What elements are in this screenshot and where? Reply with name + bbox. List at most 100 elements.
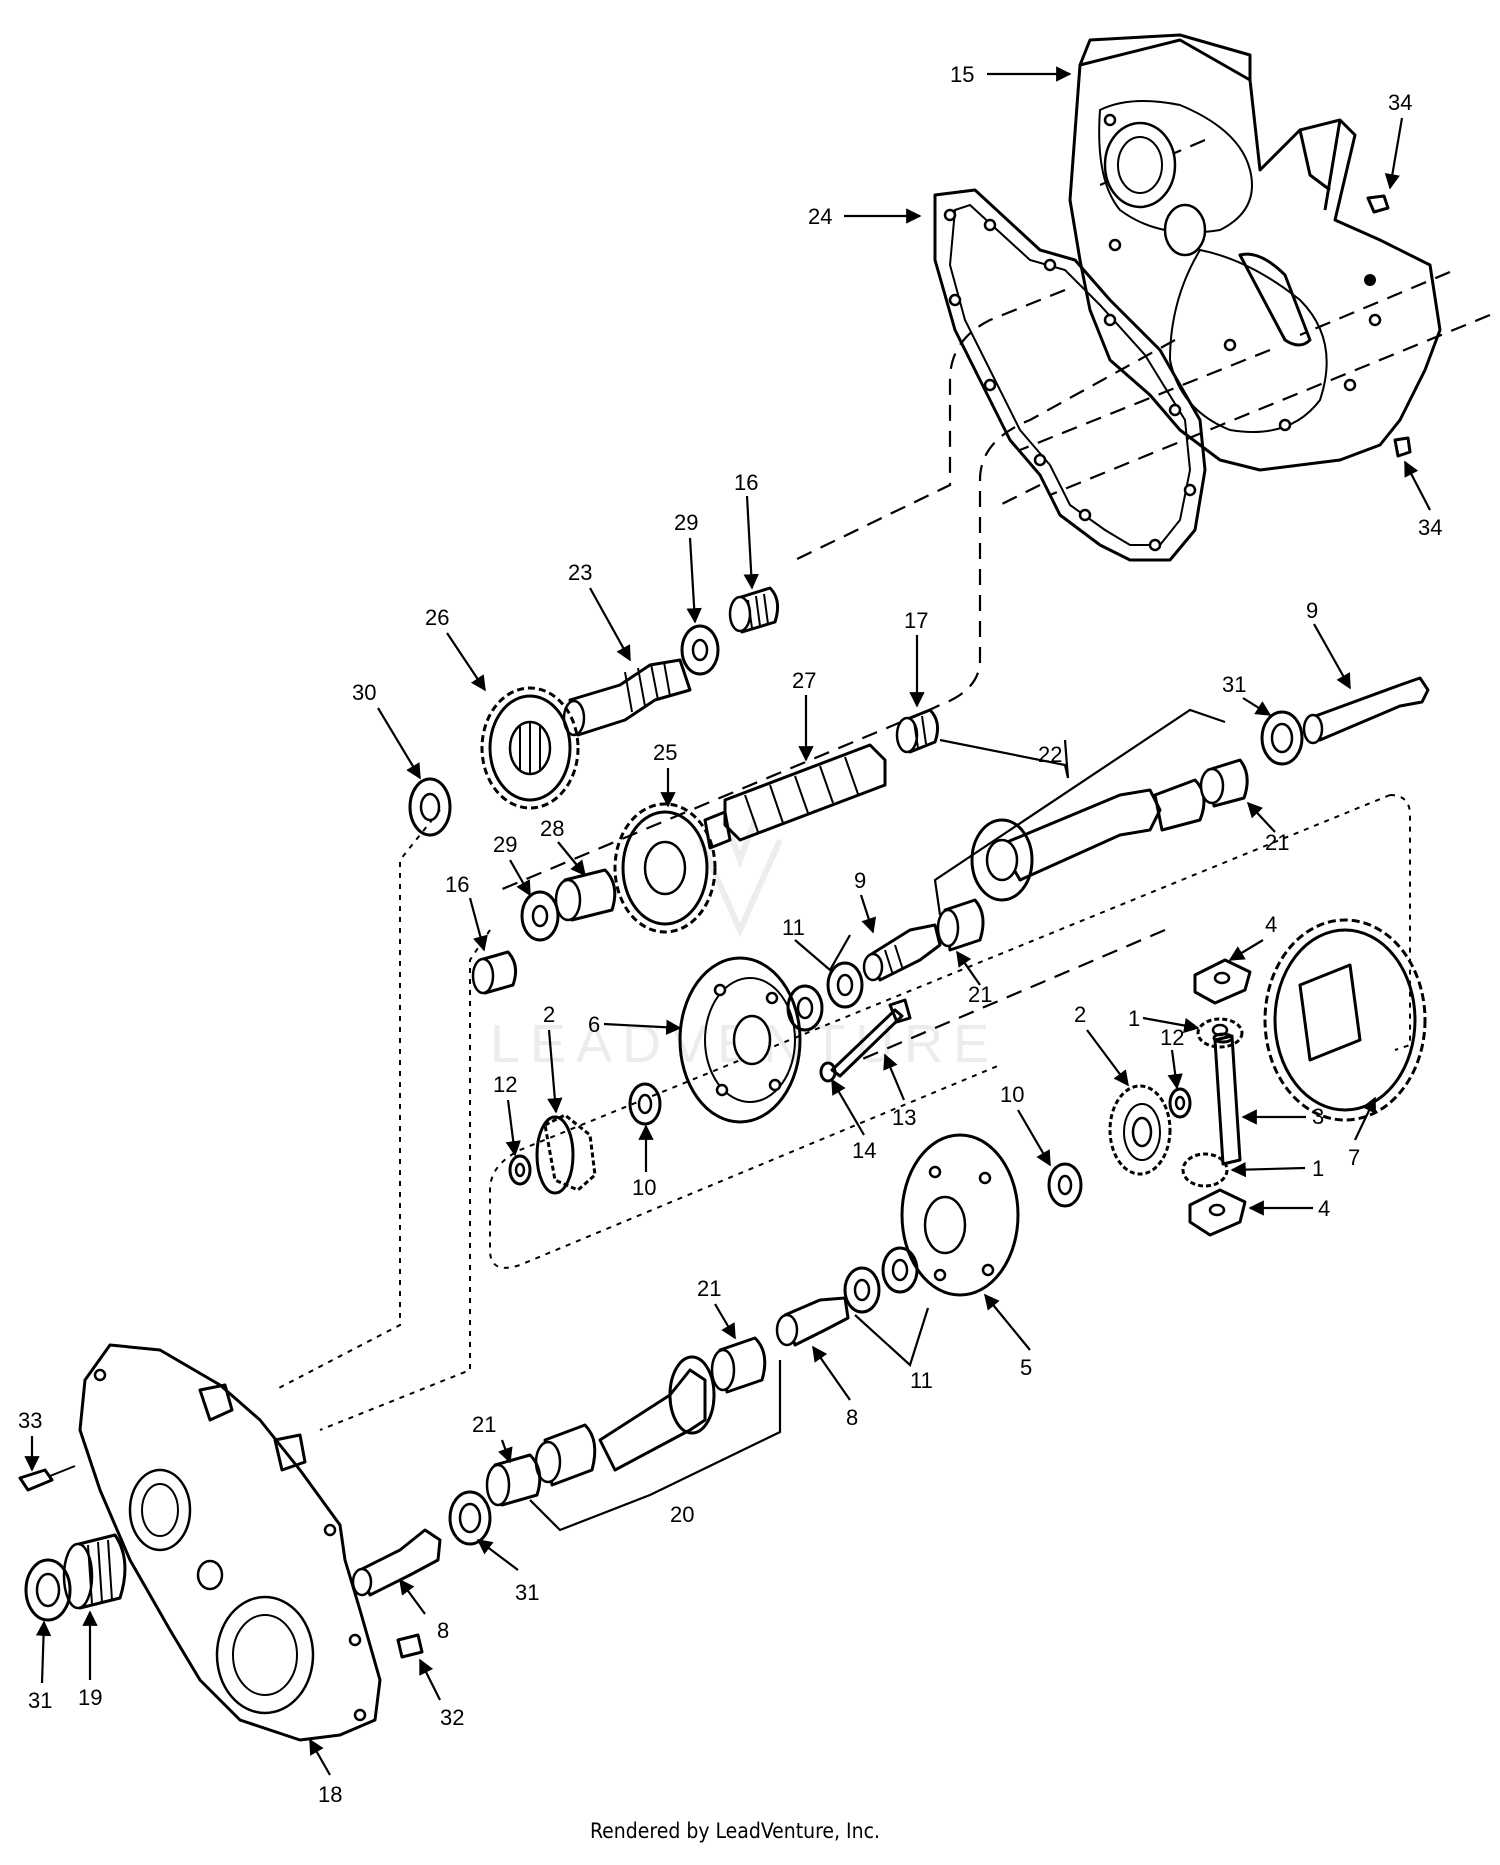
callout-2-left: 2 (543, 1002, 555, 1027)
callout-7: 7 (1348, 1145, 1360, 1170)
callout-26: 26 (425, 605, 449, 630)
part-10-washer-right (1047, 1162, 1083, 1208)
callout-29-lower: 29 (493, 832, 517, 857)
part-8-axle-upper (775, 1296, 850, 1347)
callout-28: 28 (540, 816, 564, 841)
callout-6: 6 (588, 1012, 600, 1037)
callout-27: 27 (792, 668, 816, 693)
callout-31-bottom: 31 (28, 1688, 52, 1713)
callout-16-lower: 16 (445, 872, 469, 897)
part-4-block-bottom (1188, 1188, 1247, 1237)
callout-25: 25 (653, 740, 677, 765)
part-4-block-top (1193, 958, 1252, 1005)
callout-9-mid: 9 (854, 868, 866, 893)
part-3-pin (1212, 1032, 1242, 1166)
part-11-washers-lower (843, 1246, 919, 1314)
part-34-plugs (1366, 194, 1412, 458)
part-13-bolt (830, 998, 912, 1078)
part-33-bolt (18, 1465, 76, 1492)
part-21-bushing-mid (936, 898, 985, 952)
part-14-washer (819, 1061, 837, 1083)
callout-19: 19 (78, 1685, 102, 1710)
callout-22: 22 (1038, 742, 1062, 767)
callout-20: 20 (670, 1502, 694, 1527)
part-19-bearing (62, 1533, 127, 1610)
part-29-washer-top (680, 624, 720, 676)
part-31-seal-top (1260, 710, 1304, 766)
callout-12-right: 12 (1160, 1025, 1184, 1050)
callout-30: 30 (352, 680, 376, 705)
callout-9-top: 9 (1306, 598, 1318, 623)
callout-1-top: 1 (1128, 1006, 1140, 1031)
callout-29-top: 29 (674, 510, 698, 535)
callout-8-lower: 8 (437, 1618, 449, 1643)
callout-21-right: 21 (1265, 830, 1289, 855)
part-21-bushing-upper (710, 1336, 767, 1394)
callout-4-bottom: 4 (1318, 1196, 1330, 1221)
callout-18: 18 (318, 1782, 342, 1807)
part-2-bevel-gear-right (1108, 1084, 1172, 1176)
part-32-dowel (396, 1633, 424, 1659)
part-16-bearing-top (728, 586, 780, 634)
callout-24: 24 (808, 204, 832, 229)
part-25-gear (613, 802, 717, 934)
callout-4-top: 4 (1265, 912, 1277, 937)
callout-34-bottom: 34 (1418, 515, 1442, 540)
callout-2-right: 2 (1074, 1002, 1086, 1027)
part-29-washer-lower (520, 890, 560, 942)
callout-14: 14 (852, 1138, 876, 1163)
part-21-bushing-lower (485, 1453, 542, 1507)
part-28-bearing (554, 868, 617, 922)
part-22-shaft-assembly (970, 758, 1249, 902)
part-18-housing (78, 1343, 382, 1742)
part-2-bevel-gear-left (535, 1113, 597, 1195)
callout-10-left: 10 (632, 1175, 656, 1200)
callout-34-top: 34 (1388, 90, 1412, 115)
part-12-washer-right (1168, 1087, 1192, 1119)
part-11-washers-upper (786, 961, 864, 1032)
part-6-hub (678, 956, 802, 1124)
part-8-axle-lower (351, 1528, 442, 1597)
callout-3: 3 (1312, 1104, 1324, 1129)
part-5-hub (900, 1133, 1020, 1297)
callout-11-upper: 11 (782, 915, 805, 940)
part-23-pinion-shaft (562, 658, 692, 737)
leader-lines (24, 66, 1431, 1776)
callout-21-upper: 21 (697, 1276, 721, 1301)
part-1-pinion-bottom (1181, 1152, 1229, 1188)
part-24-gasket (933, 188, 1207, 562)
part-26-gear (480, 686, 580, 810)
part-27-splined-shaft (703, 743, 887, 850)
callout-33: 33 (18, 1408, 42, 1433)
callout-8-upper: 8 (846, 1405, 858, 1430)
part-7-ring-gear (1263, 918, 1427, 1122)
callout-13: 13 (892, 1105, 916, 1130)
footer-credit: Rendered by LeadVenture, Inc. (590, 1819, 880, 1843)
part-31-seal-middle (448, 1490, 492, 1546)
callout-21-lower: 21 (472, 1412, 496, 1437)
callout-5: 5 (1020, 1355, 1032, 1380)
callout-10-right: 10 (1000, 1082, 1024, 1107)
callout-16-top: 16 (734, 470, 758, 495)
callout-21-mid: 21 (968, 982, 992, 1007)
callout-labels: 15 34 24 34 16 29 23 17 9 26 27 31 30 22… (18, 62, 1442, 1807)
callout-23: 23 (568, 560, 592, 585)
callout-31-middle: 31 (515, 1580, 539, 1605)
part-10-washer-left (628, 1082, 662, 1126)
callout-1-bottom: 1 (1312, 1156, 1324, 1181)
callout-12-left: 12 (493, 1072, 517, 1097)
part-15-housing (1068, 33, 1442, 472)
part-16-bearing-lower (471, 950, 518, 995)
callout-32: 32 (440, 1705, 464, 1730)
part-9-axle-mid (862, 923, 942, 982)
callout-15: 15 (950, 62, 974, 87)
part-30-washer (408, 777, 452, 837)
callout-17: 17 (904, 608, 928, 633)
part-31-seal-bottom (24, 1558, 72, 1622)
callout-11-lower: 11 (910, 1368, 933, 1393)
part-12-washer-left (508, 1154, 532, 1186)
part-17-bearing (895, 708, 940, 754)
callout-31-top: 31 (1222, 672, 1246, 697)
part-9-axle-top (1302, 676, 1430, 745)
